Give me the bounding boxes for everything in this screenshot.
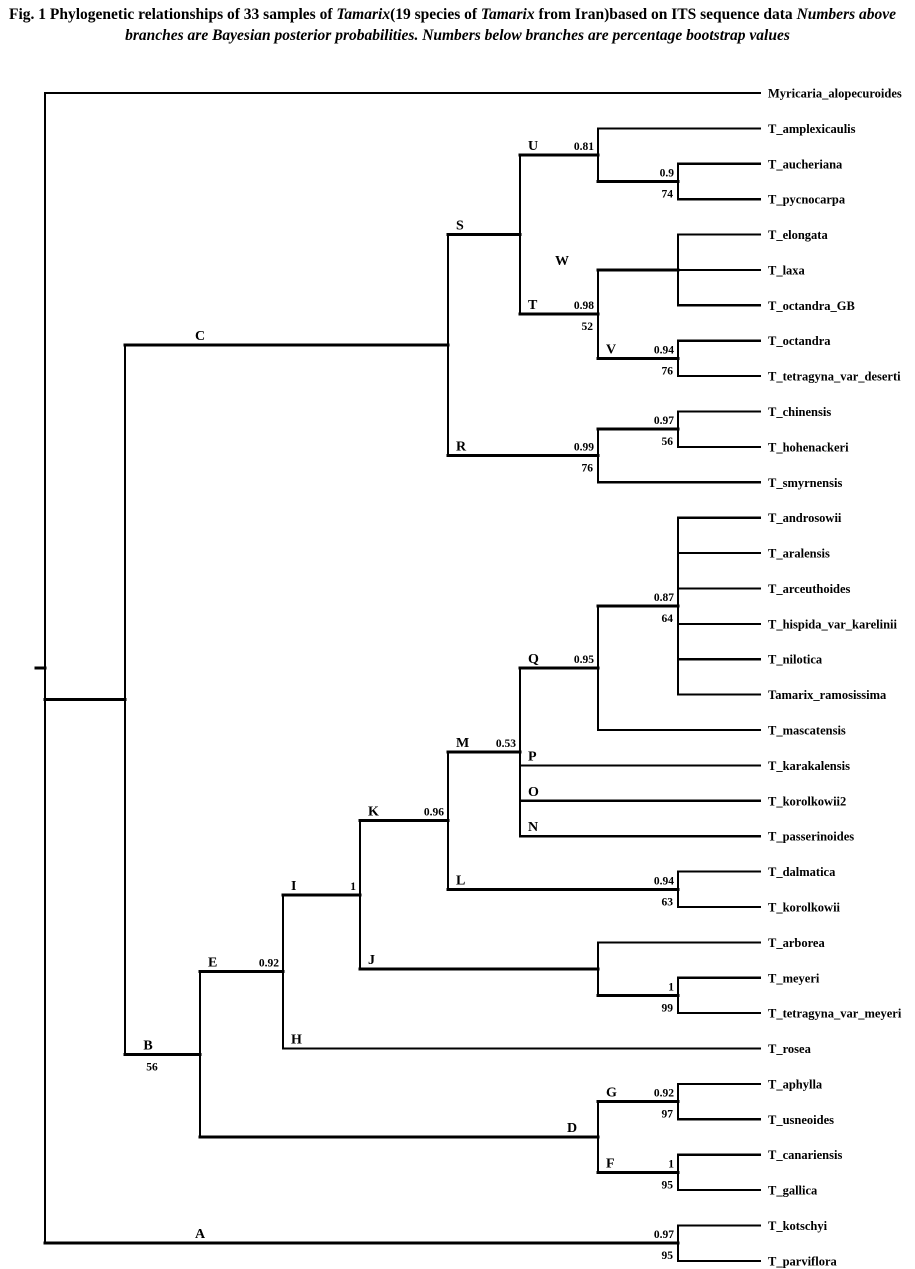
bootstrap-value: 64 [662,613,674,625]
posterior-probability: 0.92 [259,958,279,970]
bootstrap-value: 99 [662,1002,674,1014]
bootstrap-value: 97 [662,1109,674,1121]
clade-letter-T: T [528,298,538,313]
tip-label: T_arceuthoides [768,582,851,596]
clade-letter-O: O [528,785,539,800]
clade-letter-G: G [606,1086,617,1101]
tip-label: T_mascatensis [768,724,846,738]
caption-text-segment: Tamarix [336,6,391,23]
tip-label: T_passerinoides [768,830,854,844]
clade-letter-C: C [195,329,205,344]
figure-caption: Fig. 1 Phylogenetic relationships of 33 … [0,5,915,46]
tip-label: T_canariensis [768,1148,842,1162]
tip-label: T_arborea [768,936,825,950]
bootstrap-value: 76 [582,463,594,475]
caption-text-segment: (19 species of [390,6,481,23]
clade-letter-J: J [368,953,375,968]
clade-letter-S: S [456,219,464,234]
tip-label: T_kotschyi [768,1219,828,1233]
tip-label: T_korolkowii2 [768,794,846,808]
tip-label: T_amplexicaulis [768,122,856,136]
tip-label: Tamarix_ramosissima [768,688,887,702]
bootstrap-value: 95 [662,1179,674,1191]
tip-label: T_usneoides [768,1113,834,1127]
posterior-probability: 0.94 [654,875,674,887]
clade-letter-U: U [528,139,538,154]
caption-line1: Fig. 1 Phylogenetic relationships of 33 … [0,5,915,25]
tip-label: T_korolkowii [768,900,841,914]
tip-label: T_meyeri [768,971,820,985]
tip-label: T_aphylla [768,1077,823,1091]
bootstrap-value: 74 [662,188,674,200]
clade-letter-H: H [291,1033,302,1048]
tip-label: T_androsowii [768,511,842,525]
tip-label: T_tetragyna_var_deserti [768,370,901,384]
clade-letter-K: K [368,805,379,820]
tip-label: T_smyrnensis [768,476,842,490]
tip-label: T_dalmatica [768,865,836,879]
tip-label: T_aucheriana [768,157,843,171]
tip-label: T_elongata [768,228,828,242]
clade-letter-N: N [528,820,538,835]
tip-label: T_octandra_GB [768,299,855,313]
posterior-probability: 0.87 [654,592,674,604]
tip-label: T_aralensis [768,547,830,561]
tip-label: T_nilotica [768,653,823,667]
caption-text-segment: Numbers above [796,6,897,23]
tip-label: T_hispida_var_karelinii [768,617,897,631]
clade-letter-E: E [208,956,217,971]
posterior-probability: 1 [350,881,356,893]
posterior-probability: 0.98 [574,300,594,312]
clade-letter-D: D [567,1121,577,1136]
clade-letter-F: F [606,1156,615,1171]
caption-text-segment: Tamarix [480,6,535,23]
tip-label: T_chinensis [768,405,831,419]
clade-letter-A: A [195,1227,206,1242]
posterior-probability: 0.97 [654,415,674,427]
tip-label: T_laxa [768,263,806,277]
posterior-probability: 0.97 [654,1229,674,1241]
clade-letter-W: W [555,254,569,269]
tip-label: T_karakalensis [768,759,850,773]
posterior-probability: 0.9 [660,167,675,179]
clade-letter-I: I [291,879,296,894]
bootstrap-value: 52 [582,321,594,333]
tip-label: T_octandra [768,334,831,348]
clade-letter-B: B [143,1038,152,1053]
posterior-probability: 0.53 [496,738,516,750]
bootstrap-value: 76 [662,365,674,377]
caption-line2: branches are Bayesian posterior probabil… [125,27,790,44]
tip-label: T_rosea [768,1042,812,1056]
clade-letter-Q: Q [528,652,539,667]
bootstrap-value: 56 [662,436,674,448]
posterior-probability: 0.92 [654,1088,674,1100]
bootstrap-value: 56 [146,1061,158,1073]
posterior-probability: 1 [668,981,674,993]
posterior-probability: 1 [668,1158,674,1170]
caption-text-segment: Fig. 1 Phylogenetic relationships of 33 … [9,6,337,23]
caption-text-segment: from Iran)based on ITS sequence data [534,6,797,23]
clade-letter-L: L [456,873,465,888]
bootstrap-value: 95 [662,1250,674,1262]
tip-label: T_gallica [768,1184,818,1198]
tip-label: T_pycnocarpa [768,193,846,207]
posterior-probability: 0.81 [574,141,594,153]
clade-letter-R: R [456,440,467,455]
bootstrap-value: 63 [662,896,674,908]
posterior-probability: 0.95 [574,654,594,666]
tip-label: T_hohenackeri [768,440,849,454]
clade-letter-M: M [456,736,469,751]
tip-label: Myricaria_alopecuroides [768,87,902,101]
tip-label: T_parviflora [768,1254,837,1268]
posterior-probability: 0.99 [574,442,594,454]
tip-label: T_tetragyna_var_meyeri [768,1007,902,1021]
clade-letter-V: V [606,342,616,357]
posterior-probability: 0.94 [654,344,674,356]
clade-letter-P: P [528,749,537,764]
posterior-probability: 0.96 [424,807,444,819]
